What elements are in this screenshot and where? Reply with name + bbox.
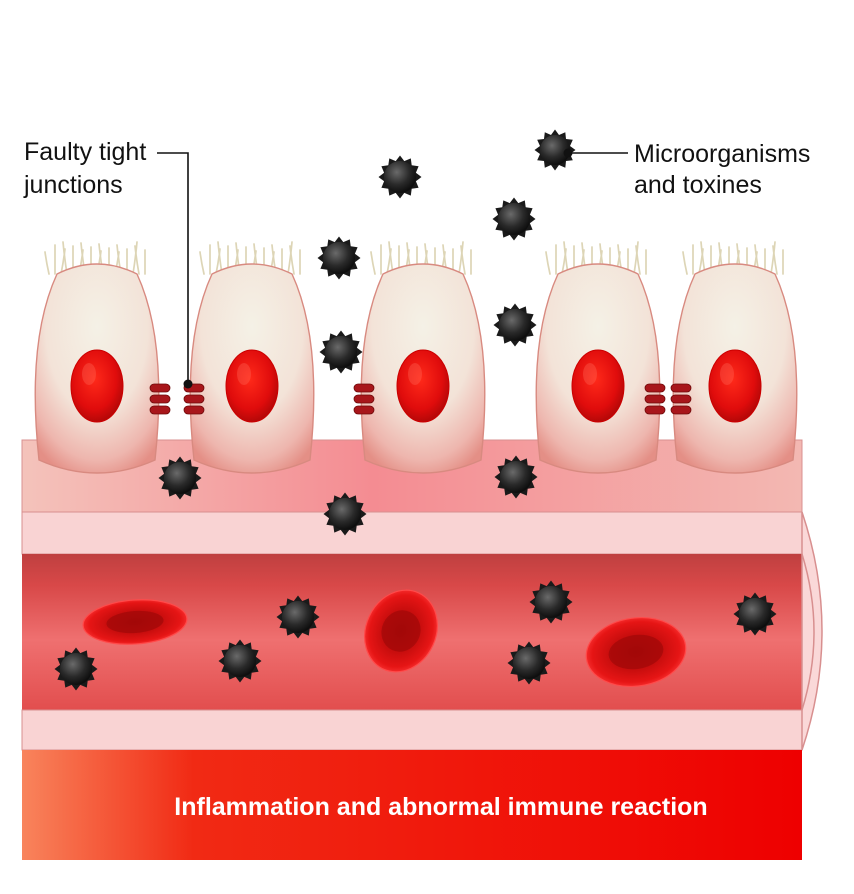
red-blood-cells xyxy=(82,589,687,687)
spiky-microbe-icon xyxy=(319,330,363,374)
vessel-upper-wall xyxy=(21,511,803,555)
spiky-microbe-icon xyxy=(54,647,98,691)
vessel-end-cap xyxy=(801,511,823,751)
epithelial-cell xyxy=(360,241,486,474)
microbes-label-line1: Microorganisms xyxy=(634,140,810,168)
spiky-microbe-icon xyxy=(317,236,361,280)
tight-junction xyxy=(644,383,666,415)
tight-junctions-leader xyxy=(157,152,189,384)
cell-nucleus xyxy=(708,349,762,423)
tight-junction xyxy=(149,383,171,415)
epithelial-cell xyxy=(672,241,798,474)
microorganisms xyxy=(54,129,777,691)
tight-junction xyxy=(183,383,205,415)
spiky-microbe-icon xyxy=(158,456,202,500)
cell-nucleus xyxy=(70,349,124,423)
red-blood-cell xyxy=(82,599,188,645)
cell-nucleus xyxy=(396,349,450,423)
tight-junctions-callout: Faulty tight junctions xyxy=(23,138,193,389)
spiky-microbe-icon xyxy=(276,595,320,639)
red-blood-cell xyxy=(364,589,438,673)
cell-nucleus xyxy=(225,349,279,423)
tight-junctions-pointer-dot xyxy=(183,379,193,389)
epithelial-cell xyxy=(189,241,315,474)
epithelial-cells xyxy=(34,241,798,474)
spiky-microbe-icon xyxy=(492,197,536,241)
spiky-microbe-icon xyxy=(534,129,576,171)
tight-junction xyxy=(670,383,692,415)
cell-nucleus xyxy=(571,349,625,423)
vessel-lower-wall xyxy=(21,709,803,751)
microbes-pointer-dot xyxy=(563,148,573,158)
red-blood-cell xyxy=(585,617,687,687)
spiky-microbe-icon xyxy=(733,592,777,636)
spiky-microbe-icon xyxy=(507,641,551,685)
epithelial-cell xyxy=(34,241,160,474)
tight-junctions-label-line2: junctions xyxy=(23,171,123,199)
spiky-microbe-icon xyxy=(218,639,262,683)
spiky-microbe-icon xyxy=(378,155,422,199)
tight-junctions-label-line1: Faulty tight xyxy=(24,138,146,166)
microbes-label-line2: and toxines xyxy=(634,171,762,199)
epithelial-cell xyxy=(535,241,661,474)
microbes-callout: Microorganisms and toxines xyxy=(563,140,810,199)
tight-junction xyxy=(353,383,375,415)
banner-text: Inflammation and abnormal immune reactio… xyxy=(174,793,707,821)
inflammation-banner xyxy=(22,750,802,860)
spiky-microbe-icon xyxy=(493,303,537,347)
spiky-microbe-icon xyxy=(529,580,573,624)
spiky-microbe-icon xyxy=(323,492,367,536)
spiky-microbe-icon xyxy=(494,455,538,499)
